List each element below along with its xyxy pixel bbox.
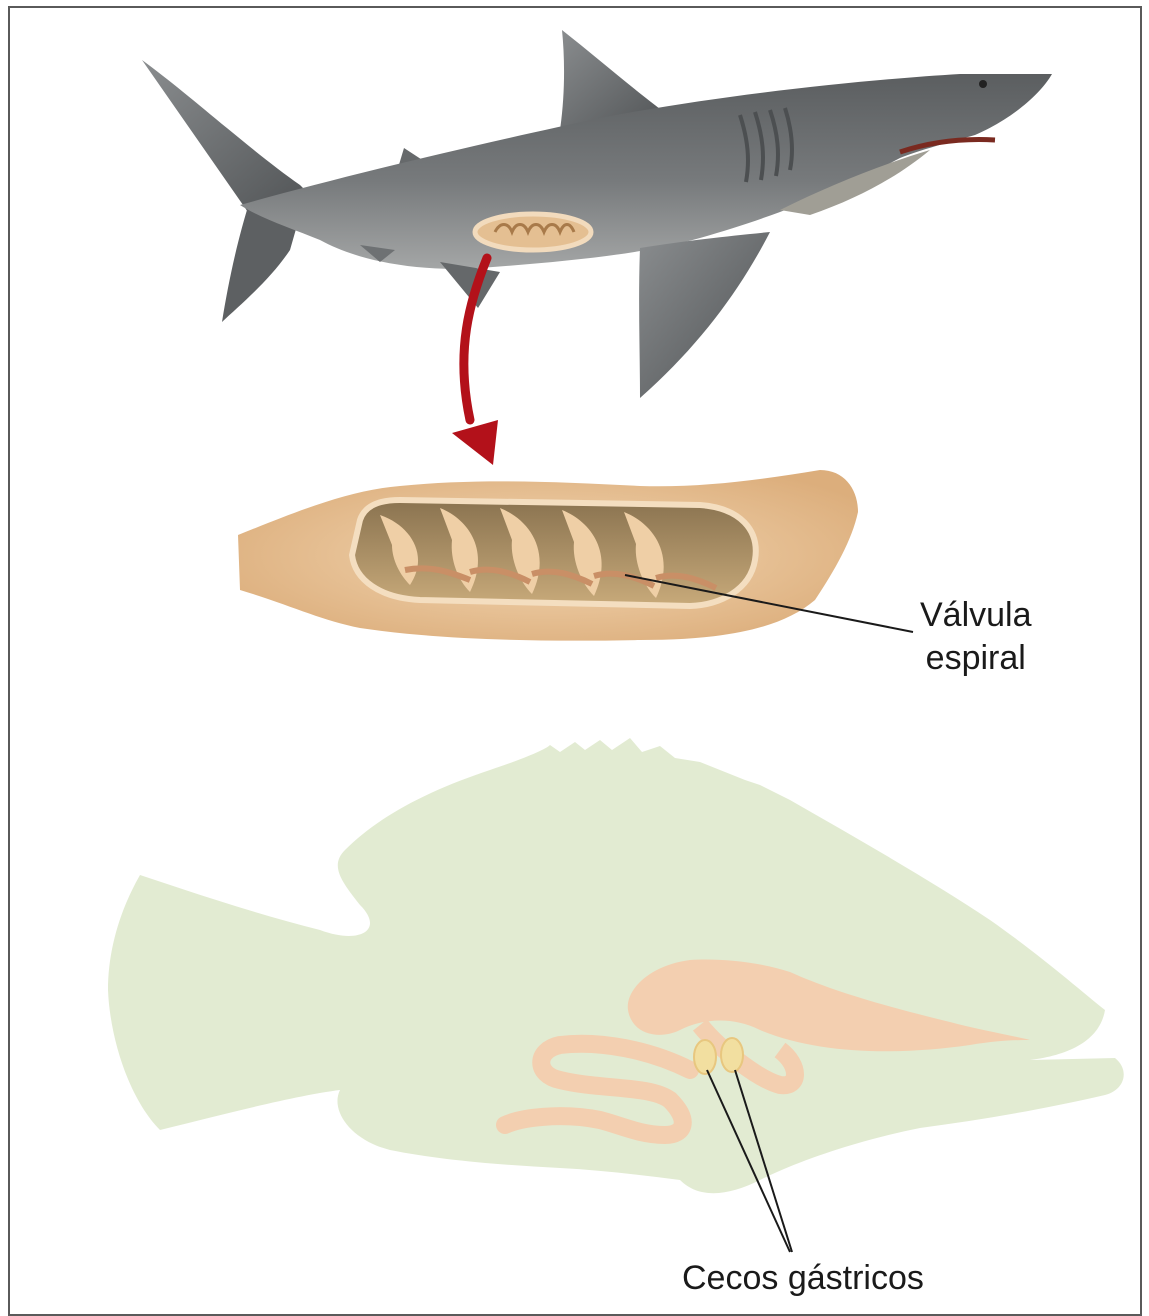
- shark-eye: [979, 80, 987, 88]
- shark-pectoral-fin: [639, 232, 770, 398]
- valvula-label-line2: espiral: [920, 637, 1032, 680]
- gastric-caeca-left: [694, 1040, 716, 1074]
- shark-illustration: [142, 30, 1052, 398]
- red-arrow-icon: [452, 258, 498, 465]
- valvula-espiral-label: Válvula espiral: [920, 594, 1032, 679]
- gastric-caeca-right: [721, 1038, 743, 1072]
- bony-fish-illustration: [108, 738, 1124, 1193]
- cecos-gastricos-label: Cecos gástricos: [682, 1257, 924, 1300]
- spiral-valve-illustration: [238, 470, 858, 641]
- valvula-label-line1: Válvula: [920, 594, 1032, 637]
